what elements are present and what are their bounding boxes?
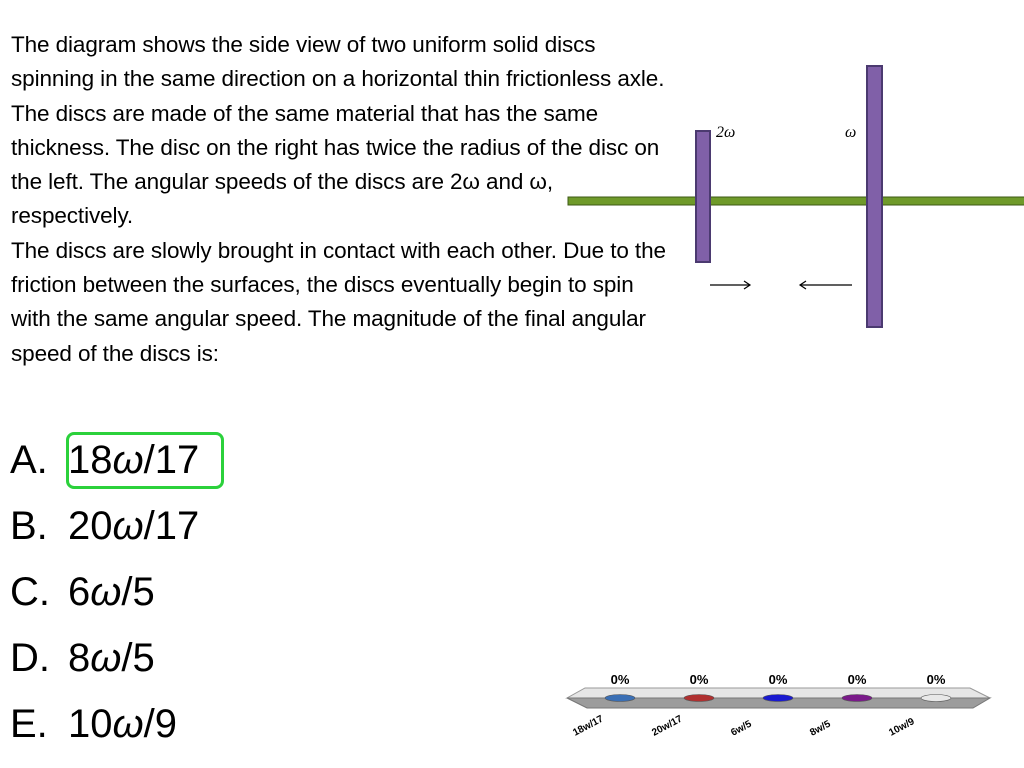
question-paragraph-2: The discs are slowly brought in contact … (11, 237, 666, 366)
poll-results-chart: 0% 18w/17 0% 20w/17 0% 6w/5 0% 8w/5 0% 10w/9 (565, 672, 992, 739)
poll-bar-base (841, 694, 873, 702)
choice-e[interactable]: E. 10ω/9 (10, 691, 199, 757)
poll-category-label: 10w/9 (887, 716, 917, 739)
discs-diagram: 2ω ω (567, 65, 1024, 328)
choice-text: 8ω/5 (68, 636, 155, 680)
right-arrow-icon (710, 280, 752, 290)
correct-answer-highlight (66, 432, 224, 489)
poll-data-label: 0% (848, 672, 867, 687)
poll-bar-base (920, 694, 952, 702)
right-disc (866, 65, 883, 328)
question-paragraph-1: The diagram shows the side view of two u… (11, 32, 665, 229)
poll-category-label: 8w/5 (808, 719, 833, 739)
poll-bar-base (683, 694, 715, 702)
choice-text: 18ω/17 (68, 438, 200, 482)
right-disc-omega-label: ω (845, 124, 856, 141)
poll-category-label: 6w/5 (729, 719, 754, 739)
left-disc-omega-label: 2ω (716, 124, 735, 141)
question-text: The diagram shows the side view of two u… (11, 28, 676, 371)
left-disc (695, 130, 711, 263)
poll-category-label: 20w/17 (650, 713, 685, 738)
poll-bar-base (604, 694, 636, 702)
poll-data-label: 0% (611, 672, 630, 687)
choice-b[interactable]: B. 20ω/17 (10, 493, 199, 559)
poll-data-label: 0% (690, 672, 709, 687)
choice-letter: C. (10, 570, 50, 614)
choice-letter: A. (10, 438, 48, 482)
choice-c[interactable]: C. 6ω/5 (10, 559, 199, 625)
poll-bar-base (762, 694, 794, 702)
answer-choices: A. 18ω/17 B. 20ω/17 C. 6ω/5 D. 8ω/5 E. 10ω/9 (10, 427, 224, 757)
choice-a[interactable]: A. 18ω/17 (10, 427, 224, 493)
choice-text: 20ω/17 (68, 504, 200, 548)
choice-d[interactable]: D. 8ω/5 (10, 625, 199, 691)
poll-data-label: 0% (769, 672, 788, 687)
choice-text: 6ω/5 (68, 570, 155, 614)
left-arrow-icon (798, 280, 852, 290)
poll-category-label: 18w/17 (571, 713, 606, 738)
axle (567, 196, 1024, 206)
choice-letter: D. (10, 636, 50, 680)
choice-letter: E. (10, 702, 48, 746)
poll-data-label: 0% (927, 672, 946, 687)
choice-text: 10ω/9 (68, 702, 178, 746)
choice-letter: B. (10, 504, 48, 548)
